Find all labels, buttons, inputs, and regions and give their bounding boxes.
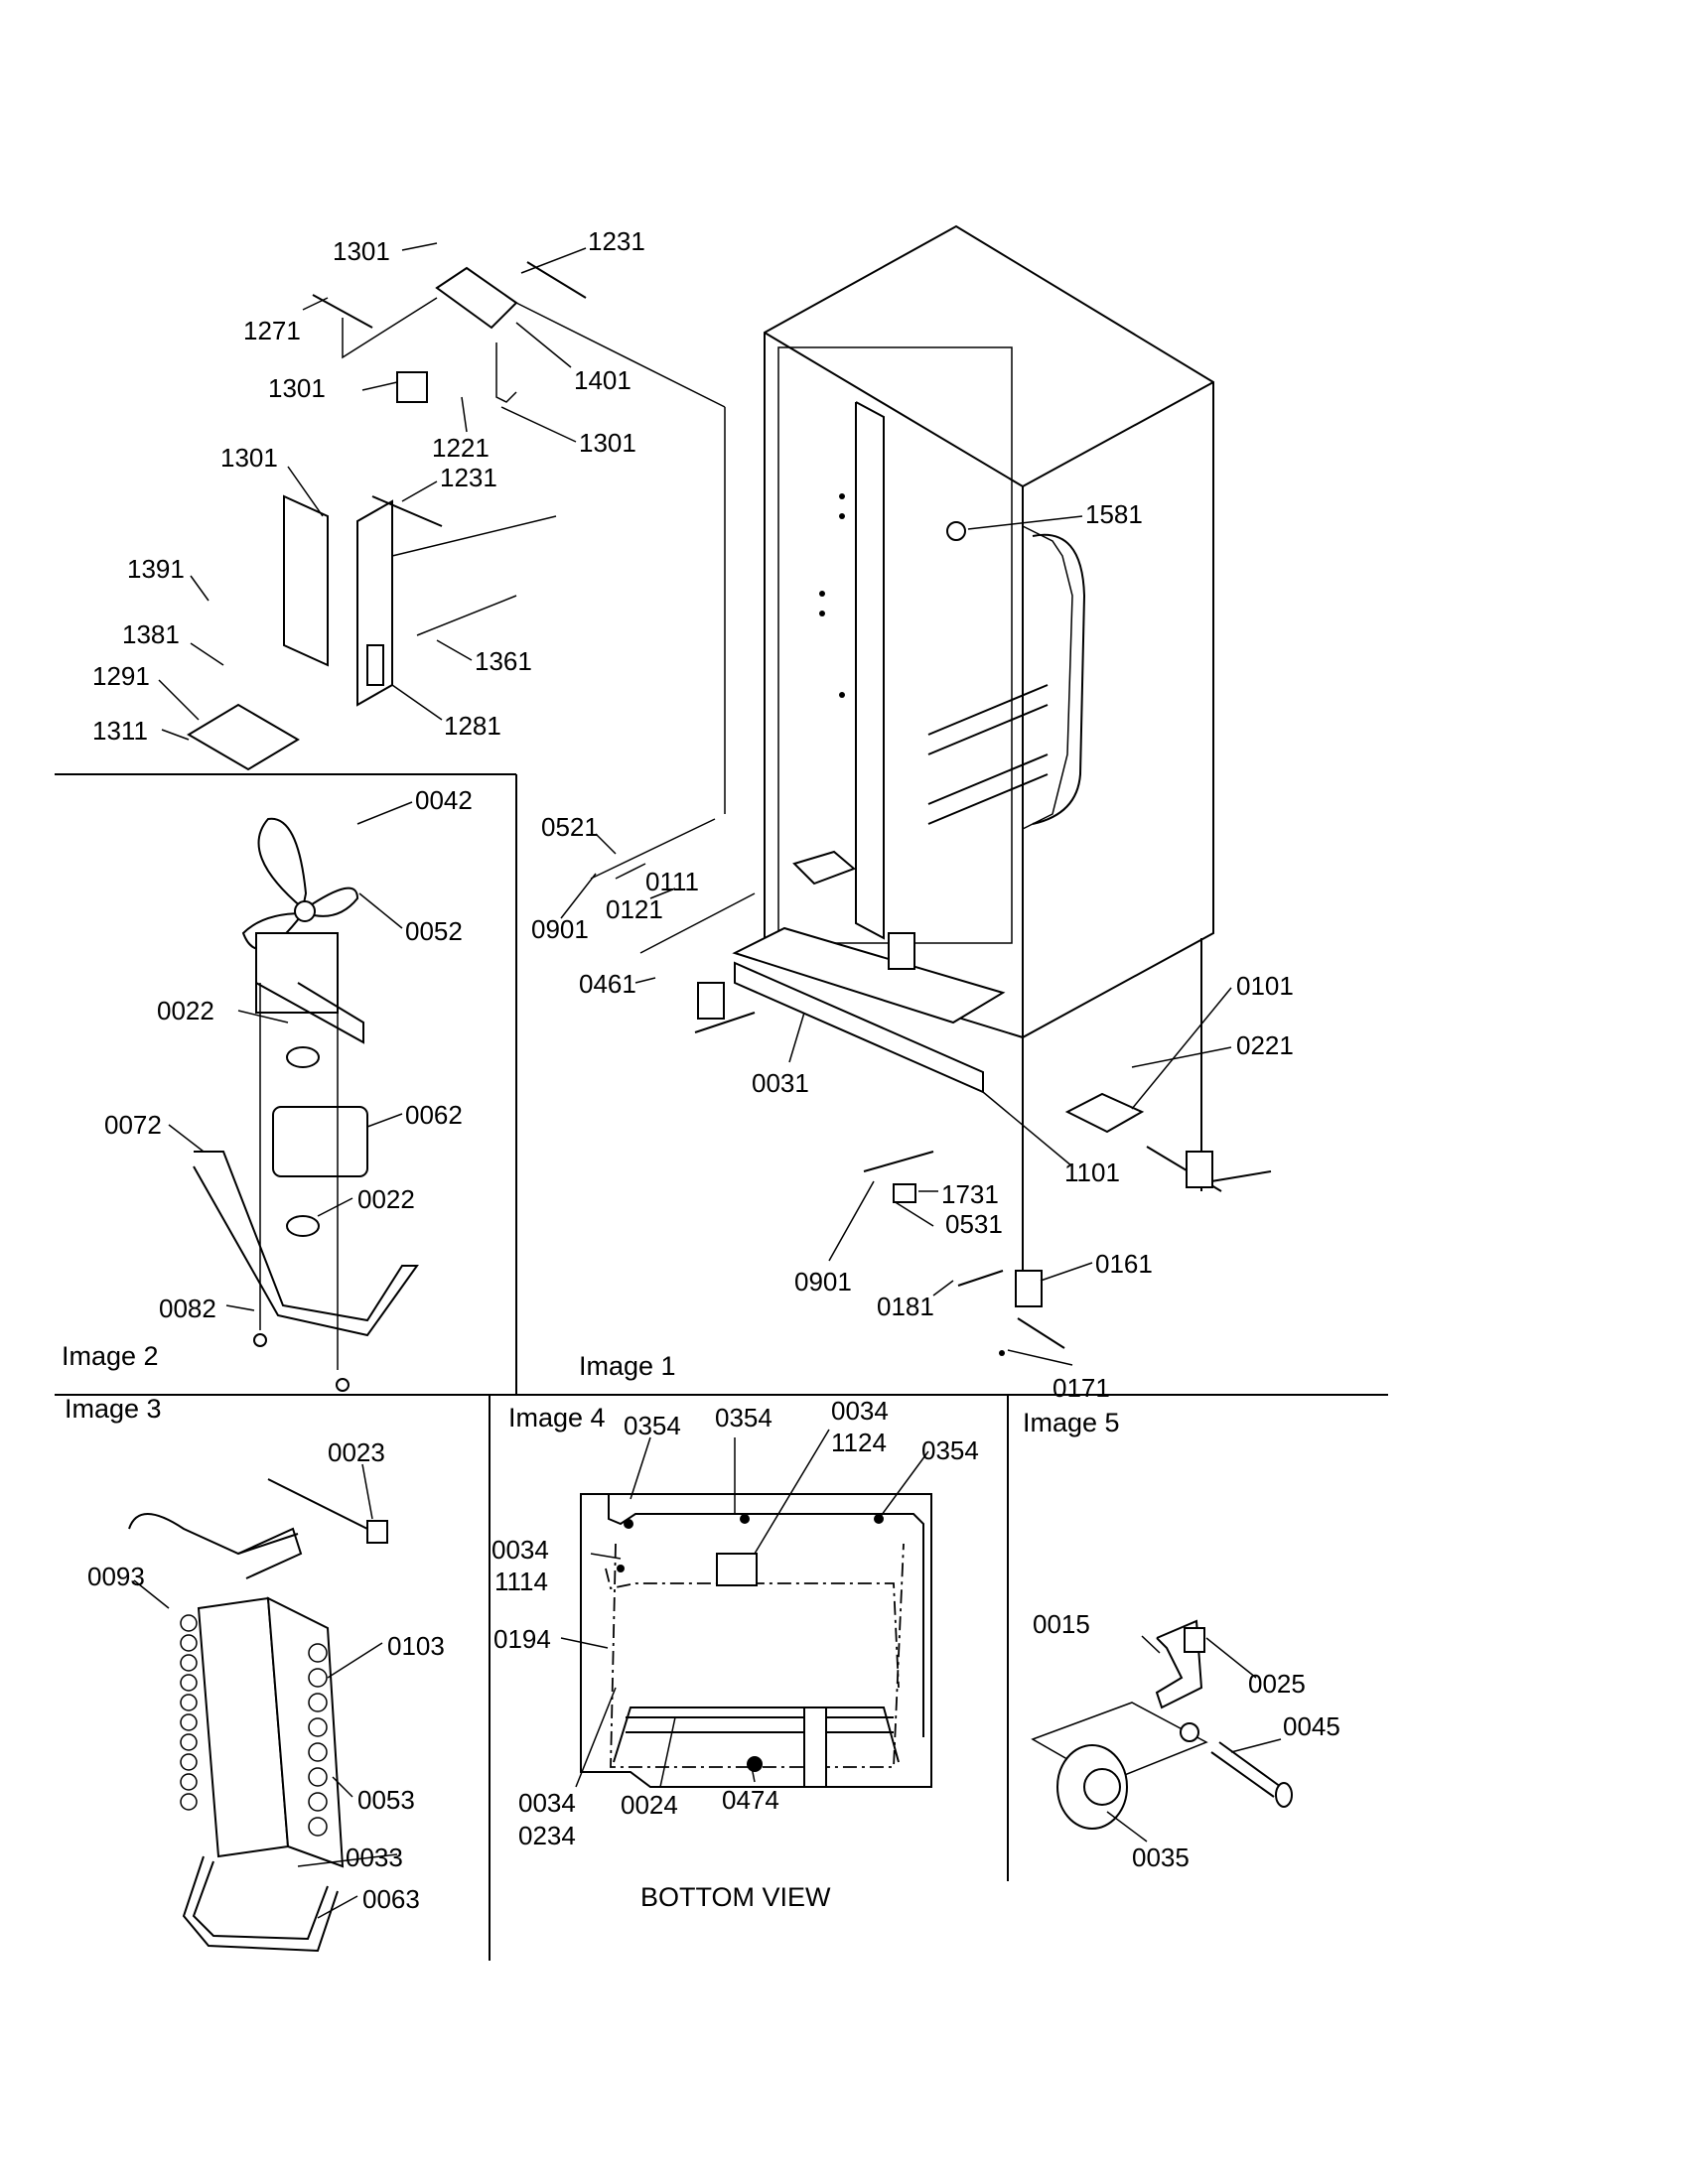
- part-label-0034: 0034: [831, 1396, 889, 1426]
- part-label-0171: 0171: [1052, 1373, 1110, 1403]
- panel-caption-image-1: Image 1: [579, 1351, 676, 1381]
- bottom-view-caption: BOTTOM VIEW: [640, 1882, 831, 1912]
- cabinet-assembly: [590, 224, 1272, 1356]
- part-label-0022: 0022: [157, 996, 214, 1025]
- coil-right: [308, 1643, 328, 1837]
- part-label-0121: 0121: [606, 894, 663, 924]
- part-label-0101: 0101: [1236, 971, 1294, 1001]
- part-label-0531: 0531: [945, 1209, 1003, 1239]
- part-label-0063: 0063: [362, 1884, 420, 1914]
- part-label-1391: 1391: [127, 554, 185, 584]
- part-label-1361: 1361: [475, 646, 532, 676]
- part-label-0354: 0354: [921, 1435, 979, 1465]
- part-label-0045: 0045: [1283, 1711, 1340, 1741]
- part-label-0031: 0031: [752, 1068, 809, 1098]
- part-label-0022: 0022: [357, 1184, 415, 1214]
- part-label-0354: 0354: [715, 1403, 772, 1433]
- part-label-0034: 0034: [491, 1535, 549, 1565]
- part-label-0181: 0181: [877, 1292, 934, 1321]
- part-label-0111: 0111: [645, 867, 699, 896]
- panel-caption-image-5: Image 5: [1023, 1408, 1120, 1437]
- part-label-0025: 0025: [1248, 1669, 1306, 1699]
- part-label-1291: 1291: [92, 661, 150, 691]
- part-label-0521: 0521: [541, 812, 599, 842]
- part-label-1311: 1311: [92, 716, 148, 746]
- part-label-1281: 1281: [444, 711, 501, 741]
- panel-caption-image-2: Image 2: [62, 1341, 159, 1371]
- part-label-0093: 0093: [87, 1562, 145, 1591]
- part-label-1381: 1381: [122, 619, 180, 649]
- part-label-0015: 0015: [1033, 1609, 1090, 1639]
- part-label-0072: 0072: [104, 1110, 162, 1140]
- part-label-0053: 0053: [357, 1785, 415, 1815]
- part-label-1301: 1301: [268, 373, 326, 403]
- part-label-0103: 0103: [387, 1631, 445, 1661]
- panel-captions: Image 2 Image 1 Image 3 Image 4 Image 5 …: [62, 1341, 1120, 1912]
- part-label-0034: 0034: [518, 1788, 576, 1818]
- part-label-0194: 0194: [493, 1624, 551, 1654]
- part-label-1231: 1231: [588, 226, 645, 256]
- part-label-0033: 0033: [346, 1843, 403, 1872]
- coil-left: [180, 1614, 198, 1811]
- fan-bracket-assembly: [187, 261, 726, 814]
- part-label-0035: 0035: [1132, 1843, 1190, 1872]
- part-label-1221: 1221: [432, 433, 490, 463]
- panel-caption-image-4: Image 4: [508, 1403, 606, 1433]
- part-labels: 1301 1231 1271 1301 1401 1221 1301 1301 …: [87, 226, 1340, 1914]
- part-label-1124: 1124: [831, 1428, 887, 1457]
- part-label-1581: 1581: [1085, 499, 1143, 529]
- fan-motor-assembly: [193, 817, 419, 1392]
- part-label-1301: 1301: [333, 236, 390, 266]
- part-label-1114: 1114: [494, 1567, 548, 1596]
- part-label-0461: 0461: [579, 969, 636, 999]
- evaporator-assembly: [128, 1478, 388, 1953]
- part-label-1271: 1271: [243, 316, 301, 345]
- part-label-1401: 1401: [574, 365, 632, 395]
- panel-caption-image-3: Image 3: [65, 1394, 162, 1424]
- part-label-0052: 0052: [405, 916, 463, 946]
- part-label-0901: 0901: [531, 914, 589, 944]
- part-label-0042: 0042: [415, 785, 473, 815]
- panel-frames: [55, 773, 1388, 1961]
- part-label-1301: 1301: [579, 428, 636, 458]
- bottom-view: [580, 1493, 932, 1788]
- part-label-0024: 0024: [621, 1790, 678, 1820]
- part-label-0221: 0221: [1236, 1030, 1294, 1060]
- part-label-0474: 0474: [722, 1785, 779, 1815]
- part-label-0082: 0082: [159, 1294, 216, 1323]
- part-label-0062: 0062: [405, 1100, 463, 1130]
- part-label-0354: 0354: [624, 1411, 681, 1440]
- part-label-1301: 1301: [220, 443, 278, 473]
- leader-lines: [133, 242, 1282, 1919]
- part-label-1101: 1101: [1064, 1158, 1120, 1187]
- part-label-0234: 0234: [518, 1821, 576, 1850]
- roller-assembly: [1031, 1619, 1293, 1830]
- part-label-1731: 1731: [941, 1179, 999, 1209]
- part-label-0161: 0161: [1095, 1249, 1153, 1279]
- part-label-1231: 1231: [440, 463, 497, 492]
- part-label-0901: 0901: [794, 1267, 852, 1297]
- part-label-0023: 0023: [328, 1437, 385, 1467]
